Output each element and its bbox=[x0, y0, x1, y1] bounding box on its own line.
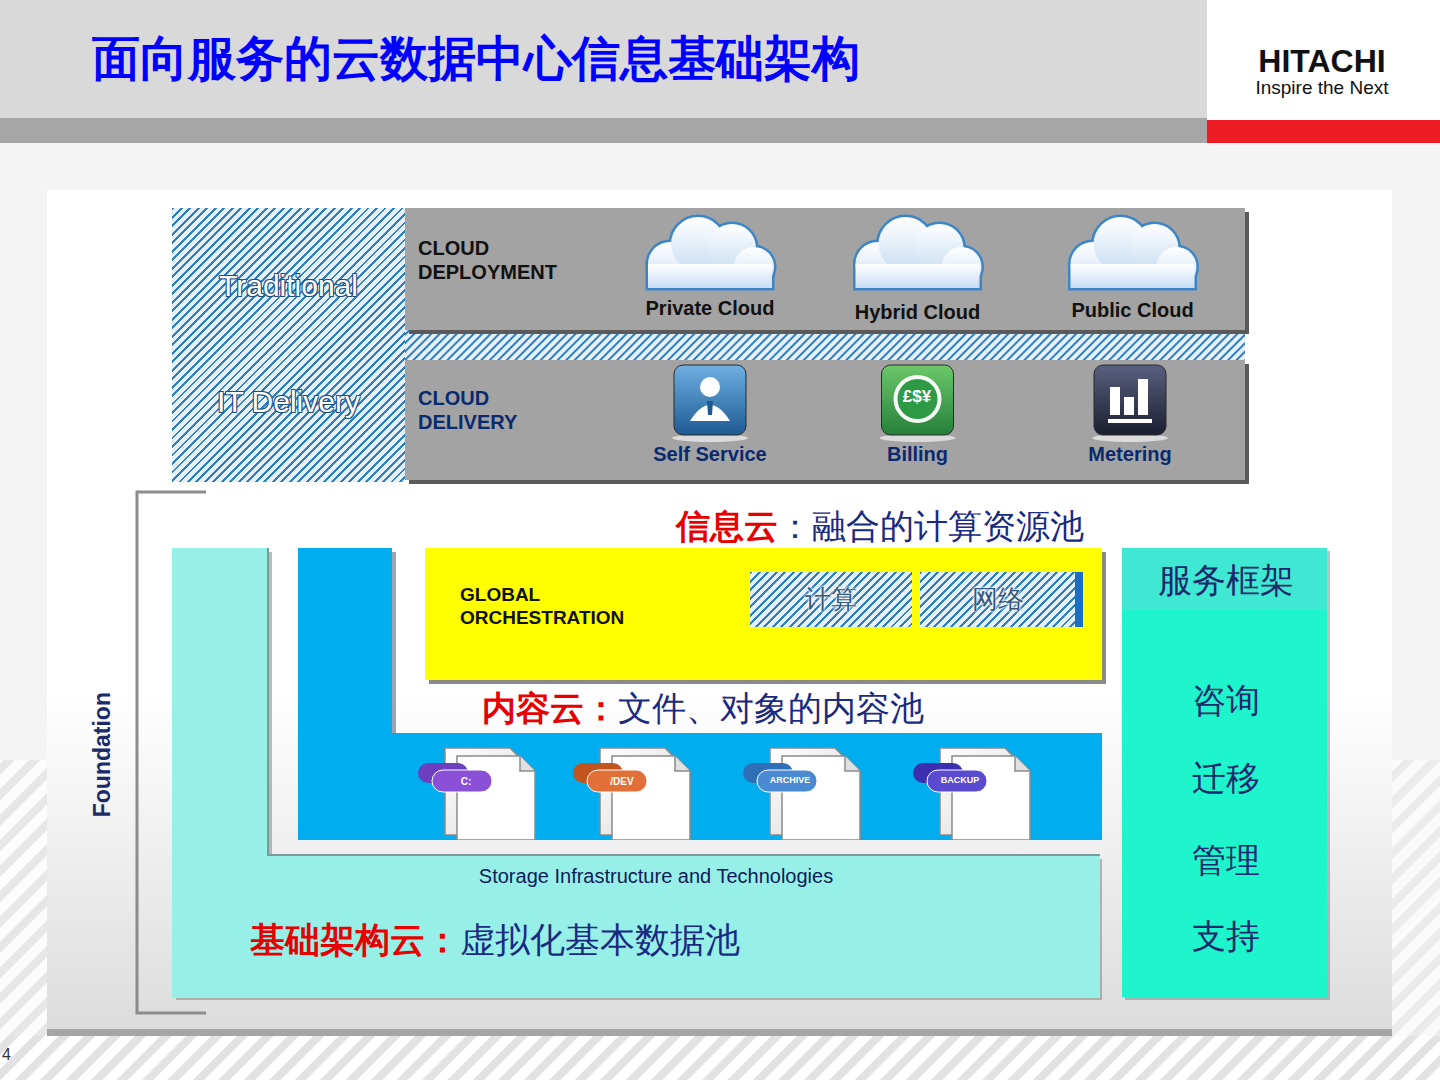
text-group: 咨询 bbox=[1122, 680, 1330, 721]
node-text: 支持 bbox=[1192, 916, 1260, 957]
text-group: Billing bbox=[850, 442, 985, 466]
cloud-type: Hybrid Cloud bbox=[835, 212, 1000, 328]
resource-box: 计算 bbox=[750, 572, 912, 627]
node-text: GLOBAL ORCHESTRATION bbox=[460, 584, 635, 630]
node-text: IT Delivery bbox=[217, 384, 360, 420]
tag-label: ARCHIVE bbox=[770, 776, 811, 786]
text-group: 迁移 bbox=[1122, 758, 1330, 799]
node-text: 内容云： bbox=[482, 688, 618, 729]
node-text: 基础架构云： bbox=[250, 919, 460, 961]
infrastructure-cloud: 计算网络信息云：融合的计算资源池GLOBAL ORCHESTRATION内容云：… bbox=[172, 548, 1102, 1000]
text-group: 服务框架 bbox=[1122, 560, 1330, 601]
text-group: 内容云：文件、对象的内容池 bbox=[482, 688, 1042, 729]
node-text: 虚拟化基本数据池 bbox=[460, 919, 740, 961]
currency-symbol: £$¥ bbox=[903, 388, 931, 407]
text-group: 信息云：融合的计算资源池 bbox=[676, 506, 1156, 547]
node-text: 服务框架 bbox=[1158, 560, 1294, 601]
text-group: Metering bbox=[1060, 442, 1200, 466]
delivery-band: Self Service Billing Metering CLOUD DELIVER… bbox=[405, 360, 1245, 480]
information-cloud: 计算网络信息云：融合的计算资源池GLOBAL ORCHESTRATION bbox=[425, 548, 1102, 680]
text-group: 基础架构云：虚拟化基本数据池 bbox=[250, 919, 795, 961]
tag-label: BACKUP bbox=[941, 776, 980, 786]
node-text: Public Cloud bbox=[1071, 298, 1193, 322]
foundation-label: Foundation bbox=[90, 692, 115, 817]
node-text: CLOUD DELIVERY bbox=[418, 386, 588, 434]
brand-logo: HITACHI bbox=[1258, 44, 1385, 79]
node-text: Hybrid Cloud bbox=[855, 300, 981, 324]
node-text: ：融合的计算资源池 bbox=[778, 506, 1084, 547]
text-group: 网络 bbox=[920, 584, 1075, 615]
slide-title: 面向服务的云数据中心信息基础架构 bbox=[92, 30, 860, 88]
text-group: 计算 bbox=[750, 584, 912, 615]
tag-label: /DEV bbox=[610, 776, 633, 787]
text-group: CLOUD DEPLOYMENT bbox=[418, 236, 588, 284]
deployment-band: Private Cloud Hybrid Cloud Public Cloud CLO… bbox=[405, 208, 1245, 330]
node-text: 管理 bbox=[1192, 840, 1260, 881]
delivery-item: Self Service bbox=[640, 362, 780, 474]
text-group: GLOBAL ORCHESTRATION bbox=[460, 584, 635, 630]
text-group: Traditional bbox=[172, 268, 405, 304]
page-number: 4 bbox=[2, 1046, 11, 1064]
cloud-type: Private Cloud bbox=[625, 212, 795, 328]
delivery-item: Billing bbox=[850, 362, 985, 474]
brand-tagline: Inspire the Next bbox=[1255, 78, 1388, 99]
resource-box: 网络 bbox=[920, 572, 1083, 627]
text-group: 支持 bbox=[1122, 916, 1330, 957]
text-group: Public Cloud bbox=[1050, 298, 1215, 322]
node-text: Metering bbox=[1088, 442, 1171, 466]
node-text: Storage Infrastructure and Technologies bbox=[479, 864, 833, 888]
node-text: Private Cloud bbox=[646, 296, 775, 320]
node-text: Traditional bbox=[219, 268, 358, 304]
text-group: 管理 bbox=[1122, 840, 1330, 881]
node-text: Self Service bbox=[653, 442, 766, 466]
text-group: IT Delivery bbox=[172, 384, 405, 420]
node-text: CLOUD DEPLOYMENT bbox=[418, 236, 588, 284]
node-text: 咨询 bbox=[1192, 680, 1260, 721]
traditional-block: Traditional IT Delivery bbox=[172, 208, 405, 482]
node-text: Billing bbox=[887, 442, 948, 466]
text-group: Storage Infrastructure and Technologies bbox=[300, 864, 1012, 888]
node-text: 迁移 bbox=[1192, 758, 1260, 799]
delivery-item: Metering bbox=[1060, 362, 1200, 474]
node-text: 网络 bbox=[972, 584, 1024, 615]
cloud-type: Public Cloud bbox=[1050, 212, 1215, 328]
text-group: Private Cloud bbox=[625, 296, 795, 320]
node-text: 计算 bbox=[805, 584, 857, 615]
text-group: CLOUD DELIVERY bbox=[418, 386, 588, 434]
service-framework: 服务框架咨询迁移管理支持 bbox=[1122, 548, 1330, 1000]
text-group: Self Service bbox=[640, 442, 780, 466]
content-cloud: 计算网络信息云：融合的计算资源池GLOBAL ORCHESTRATION内容云：… bbox=[298, 548, 1102, 840]
text-group: Hybrid Cloud bbox=[835, 300, 1000, 324]
node-text: 文件、对象的内容池 bbox=[618, 688, 924, 729]
node-text: 信息云 bbox=[676, 506, 778, 547]
tag-label: C: bbox=[461, 776, 472, 787]
